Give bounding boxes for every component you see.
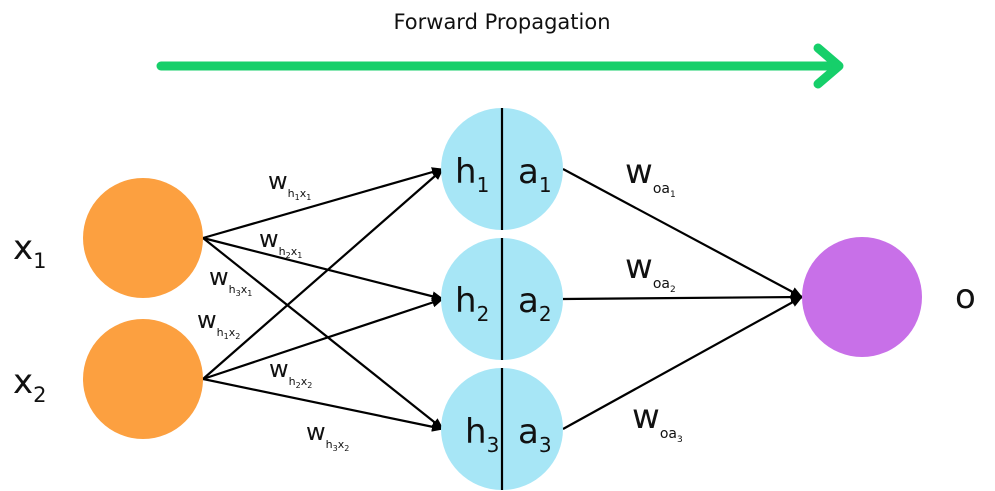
weight-label-h3x1: wh3x1 — [209, 263, 252, 298]
edge-a1-o — [562, 168, 803, 298]
edge-x1-h3 — [202, 237, 444, 430]
edge-a3-o — [562, 296, 803, 430]
edge-x2-h2 — [202, 297, 444, 381]
activation-label-a3: a3 — [518, 412, 552, 457]
hidden-node-2: h2 a2 — [441, 238, 563, 360]
hidden-node-3: h3 a3 — [441, 368, 563, 490]
weight-label-oa2: woa2 — [625, 247, 676, 295]
edge-x1-h1 — [202, 167, 444, 240]
activation-label-a1: a1 — [518, 152, 552, 197]
input-label-x1: x1 — [13, 228, 47, 273]
weight-label-h1x2: wh1x2 — [197, 306, 240, 341]
input-label-x2: x2 — [13, 362, 47, 407]
weight-label-h3x2: wh3x2 — [306, 418, 349, 453]
input-node-x1 — [83, 178, 203, 298]
forward-arrow — [156, 43, 844, 89]
hidden-label-h3: h3 — [465, 412, 499, 457]
output-node — [802, 237, 922, 357]
edge-x2-h1 — [202, 168, 444, 380]
hidden-label-h1: h1 — [455, 152, 489, 197]
hidden-label-h2: h2 — [455, 281, 489, 326]
weight-label-h2x2: wh2x2 — [269, 355, 312, 390]
edge-x1-h2 — [202, 236, 444, 302]
diagram-title: Forward Propagation — [393, 10, 610, 34]
weight-label-h1x1: wh1x1 — [268, 167, 311, 202]
edge-x2-h3 — [202, 377, 444, 432]
output-label: o — [955, 277, 976, 317]
edge-a2-o — [562, 292, 803, 303]
input-node-x2 — [83, 319, 203, 439]
weight-label-h2x1: wh2x1 — [259, 225, 302, 260]
input-hidden-connections — [202, 167, 444, 432]
weight-label-oa1: woa1 — [625, 152, 676, 200]
activation-label-a2: a2 — [518, 281, 552, 326]
weight-label-oa3: woa3 — [632, 397, 683, 445]
hidden-output-connections — [562, 168, 803, 430]
hidden-node-1: h1 a1 — [441, 108, 563, 230]
